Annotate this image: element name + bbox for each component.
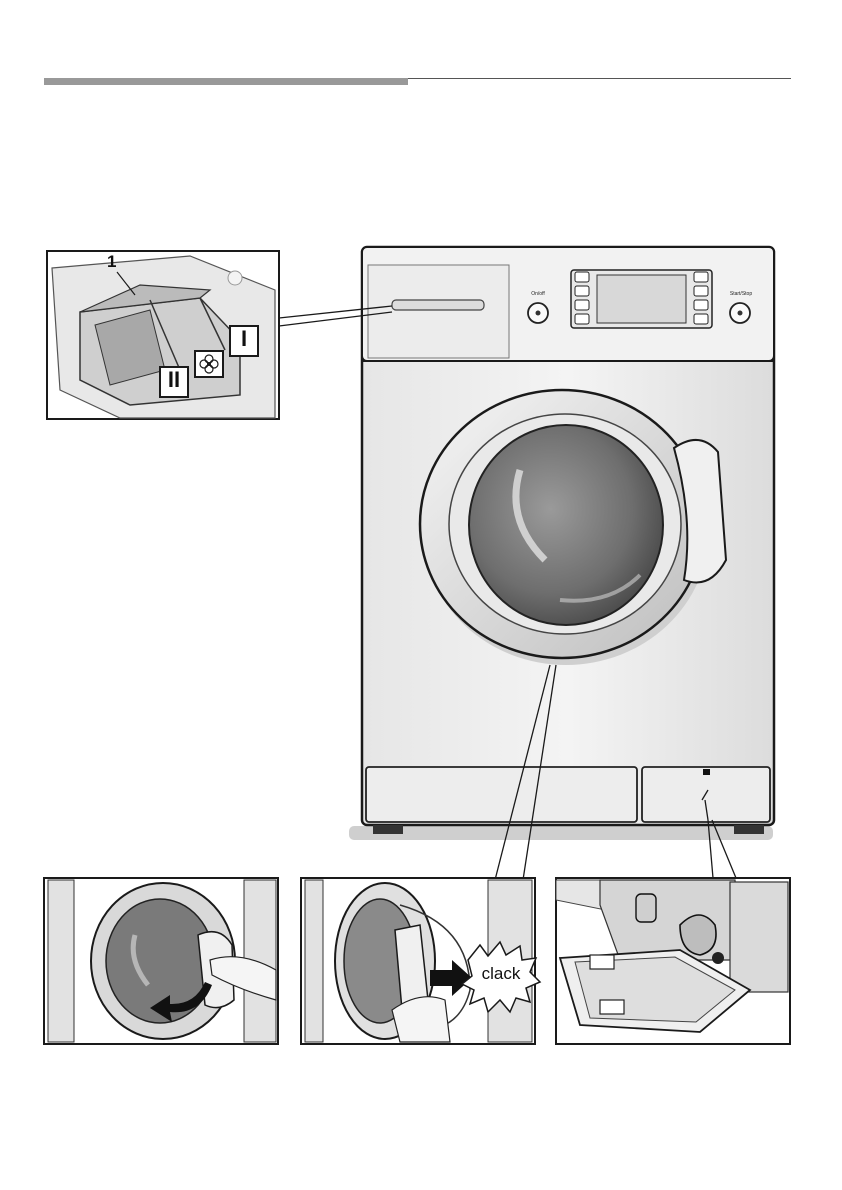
callout-number-1: 1 [107, 252, 116, 272]
on-off-label: On/off [523, 291, 553, 297]
service-flap-panel [556, 878, 790, 1044]
close-door-panel [301, 878, 540, 1044]
start-stop-label: Start/Stop [724, 291, 758, 297]
open-door-panel [44, 878, 278, 1044]
compartment-main-wash-label: I [230, 326, 258, 356]
washing-machine [349, 247, 774, 840]
compartment-prewash-label: II [160, 367, 188, 397]
door-glass [469, 425, 663, 625]
clack-label: clack [475, 964, 527, 984]
